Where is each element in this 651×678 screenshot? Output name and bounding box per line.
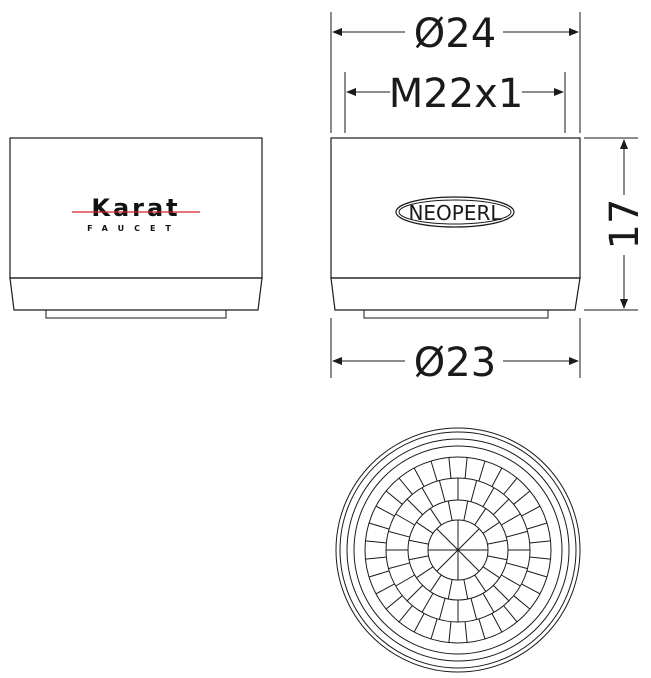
mesh-spoke <box>464 621 468 643</box>
mesh-spoke <box>482 487 495 507</box>
right-side-view: NEOPERL <box>330 137 581 319</box>
mesh-spoke <box>474 574 487 592</box>
mesh-spoke <box>448 621 452 643</box>
neoperl-badge-ellipse <box>395 196 515 228</box>
mesh-spoke <box>398 605 413 623</box>
mesh-spoke <box>368 570 390 578</box>
mesh-spoke <box>501 574 521 587</box>
mesh-spoke <box>406 585 423 602</box>
neoperl-badge: NEOPERL <box>395 196 515 228</box>
mesh-spoke <box>385 490 403 505</box>
mesh-spoke <box>416 521 434 534</box>
mesh-spoke <box>421 487 434 507</box>
mesh-spoke <box>408 555 429 561</box>
mesh-spoke <box>521 505 541 517</box>
left-side-view: Karat FAUCET <box>9 137 263 319</box>
mesh-spoke <box>385 595 403 610</box>
mesh-spoke <box>438 480 446 502</box>
mesh-spoke <box>457 549 480 572</box>
mesh-spokes <box>365 457 551 643</box>
mesh-spoke <box>430 618 438 640</box>
mesh-spoke <box>429 508 442 526</box>
mesh-spoke <box>506 530 528 538</box>
mesh-spoke <box>526 570 548 578</box>
karat-logo-text: Karat <box>91 194 180 222</box>
mesh-spoke <box>513 595 531 610</box>
mesh-spoke <box>478 618 486 640</box>
mesh-spoke <box>482 593 495 613</box>
mesh-spoke <box>464 457 468 479</box>
mesh-spoke <box>457 528 480 551</box>
mesh-spoke <box>487 555 508 561</box>
mesh-spoke <box>406 498 423 515</box>
mesh-spoke <box>470 480 478 502</box>
mesh-spoke <box>421 593 434 613</box>
karat-logo: Karat FAUCET <box>72 194 200 233</box>
dimension-outer-bottom-label: Ø23 <box>414 340 496 386</box>
mesh-spoke <box>375 505 395 517</box>
dimension-outer-bottom: Ø23 <box>330 318 581 386</box>
mesh-spoke <box>463 579 469 600</box>
mesh-spoke <box>413 467 425 487</box>
mesh-spoke <box>493 585 510 602</box>
mesh-spoke <box>491 467 503 487</box>
dimension-thread: M22x1 <box>344 71 566 133</box>
mesh-spoke <box>529 540 551 544</box>
mesh-spoke <box>501 513 521 526</box>
mesh-spoke <box>503 477 518 495</box>
mesh-ring <box>353 445 563 655</box>
mesh-spoke <box>482 521 500 534</box>
mesh-spoke <box>448 457 452 479</box>
mesh-spoke <box>395 574 415 587</box>
mesh-spoke <box>470 598 478 620</box>
mesh-spoke <box>430 460 438 482</box>
mesh-spoke <box>474 508 487 526</box>
mesh-spoke <box>478 460 486 482</box>
neoperl-badge-inner-ellipse <box>398 199 512 225</box>
mesh-spoke <box>436 549 459 572</box>
bottom-view <box>335 427 581 673</box>
mesh-spoke <box>438 598 446 620</box>
dimension-outer-top: Ø24 <box>330 11 581 133</box>
mesh-spoke <box>408 539 429 545</box>
mesh-spoke <box>365 556 387 560</box>
neoperl-badge-text: NEOPERL <box>408 201 502 225</box>
mesh-spoke <box>521 583 541 595</box>
mesh-spoke <box>482 566 500 579</box>
mesh-spoke <box>388 530 410 538</box>
mesh-spoke <box>493 498 510 515</box>
mesh-spoke <box>526 522 548 530</box>
mesh-spoke <box>375 583 395 595</box>
dimension-height-label: 17 <box>602 199 648 250</box>
dimension-height: 17 <box>584 137 648 311</box>
mesh-ring <box>346 438 570 662</box>
mesh-spoke <box>503 605 518 623</box>
mesh-spoke <box>398 477 413 495</box>
mesh-ring <box>335 427 581 673</box>
mesh-spoke <box>447 579 453 600</box>
mesh-spoke <box>365 540 387 544</box>
mesh-spoke <box>491 613 503 633</box>
mesh-spoke <box>487 539 508 545</box>
mesh-spoke <box>429 574 442 592</box>
mesh-spoke <box>506 562 528 570</box>
mesh-ring <box>364 456 552 644</box>
mesh-spoke <box>388 562 410 570</box>
karat-logo-subtitle: FAUCET <box>87 224 181 233</box>
mesh-spoke <box>447 500 453 521</box>
mesh-spoke <box>463 500 469 521</box>
mesh-spoke <box>416 566 434 579</box>
mesh-spoke <box>368 522 390 530</box>
dimension-thread-label: M22x1 <box>389 71 524 117</box>
dimension-outer-top-label: Ø24 <box>414 11 496 57</box>
mesh-spoke <box>413 613 425 633</box>
mesh-ring <box>339 431 577 669</box>
mesh-spoke <box>529 556 551 560</box>
mesh-spoke <box>395 513 415 526</box>
mesh-spoke <box>513 490 531 505</box>
mesh-spoke <box>436 528 459 551</box>
